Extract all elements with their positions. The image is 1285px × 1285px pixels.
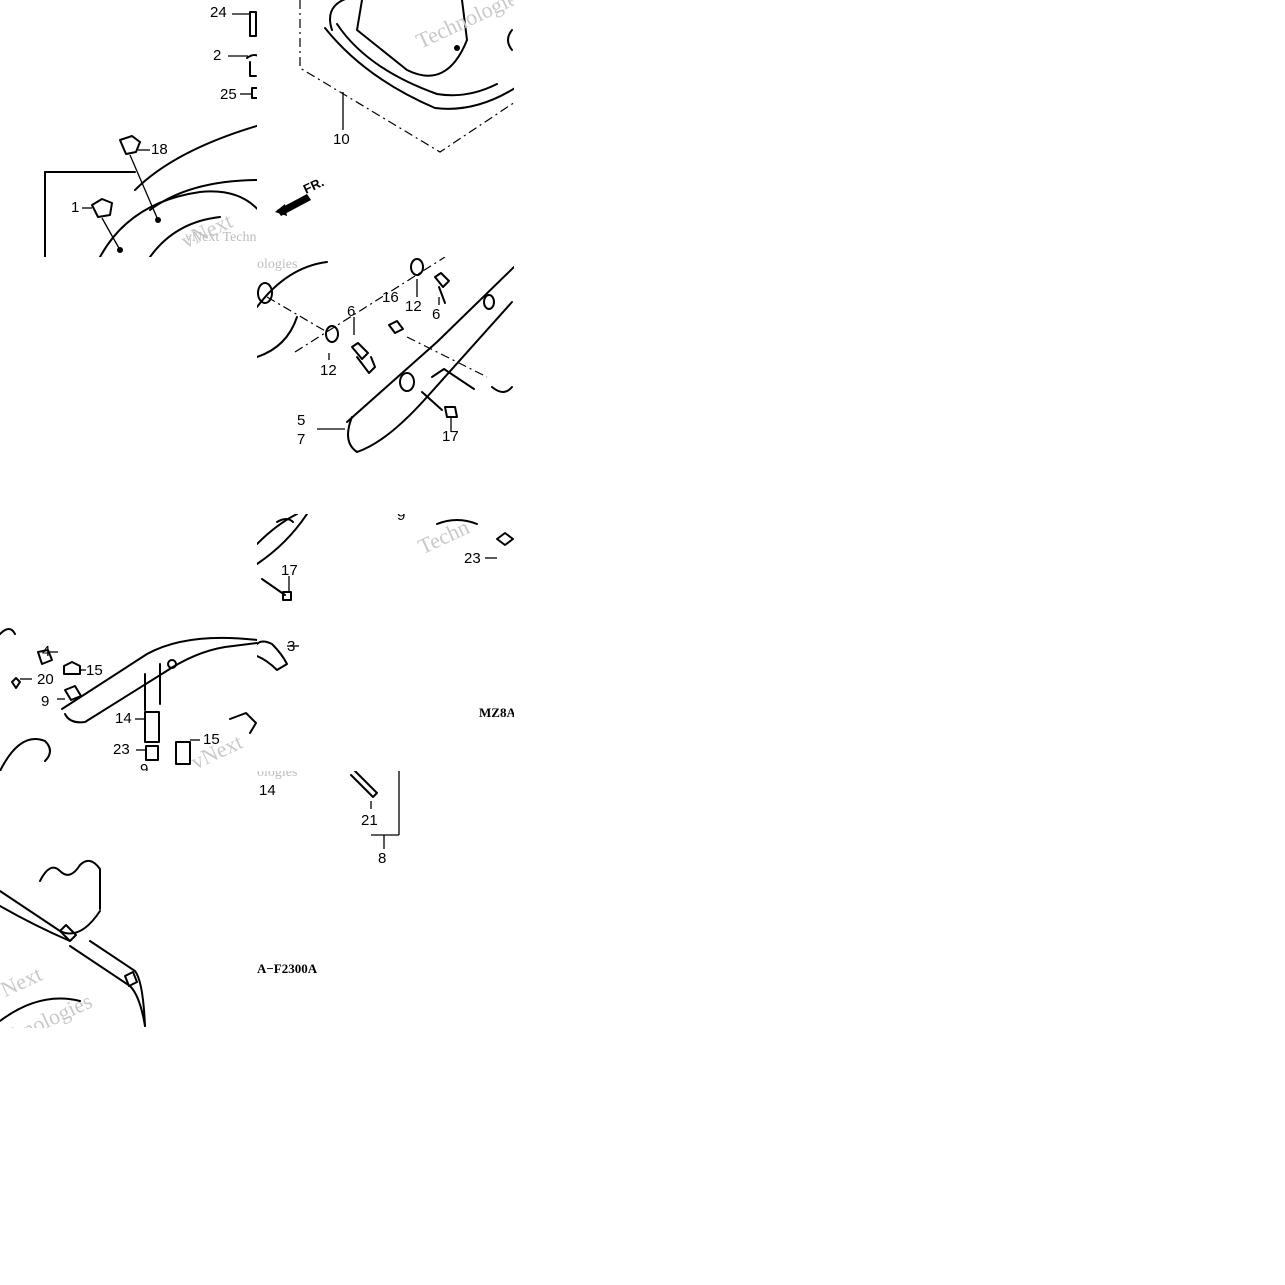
figure-code: MZ8A	[479, 705, 514, 720]
diagram-tile-fender-front: 24 2 25 18 1 vNext vNext Techn	[0, 0, 257, 257]
callout-17: 17	[442, 428, 459, 445]
callout-5: 5	[297, 412, 306, 429]
callout-8: 8	[378, 850, 387, 867]
callout-12: 12	[405, 298, 422, 315]
figure-code: A−F2300A	[257, 961, 318, 976]
callout-9: 9	[140, 761, 149, 771]
diagram-tile-seat-cowl: 10 FR. Technologies	[257, 0, 514, 257]
lower-bracket-drawing	[0, 628, 257, 771]
grab-rail-drawing	[0, 859, 146, 1027]
callout-14: 14	[259, 782, 276, 799]
callout-1: 1	[71, 199, 80, 216]
callout-16: 16	[382, 289, 399, 306]
callout-20: 20	[37, 671, 54, 688]
callout-2: 2	[213, 47, 222, 64]
callout-9: 9	[397, 514, 406, 524]
callout-24: 24	[210, 4, 227, 21]
callout-18: 18	[151, 141, 168, 158]
watermark: ologies	[257, 257, 298, 272]
callout-3: 3	[287, 638, 296, 655]
callout-4: 4	[42, 643, 51, 660]
callout-9: 9	[41, 693, 50, 710]
diagram-tile-grab-rail: Next chnologies	[0, 771, 257, 1028]
diagram-tile-pin-set: 14 21 8 A−F2300A ologies	[257, 771, 514, 1028]
callout-25: 25	[220, 86, 237, 103]
callout-10: 10	[333, 131, 350, 148]
callout-6: 6	[432, 306, 441, 323]
callout-23: 23	[464, 550, 481, 567]
callout-15: 15	[86, 662, 103, 679]
callout-17: 17	[281, 562, 298, 579]
callout-14: 14	[115, 710, 132, 727]
callout-12: 12	[320, 362, 337, 379]
callout-23: 23	[113, 741, 130, 758]
callout-15: 15	[203, 731, 220, 748]
fender-front-drawing	[44, 11, 257, 257]
watermark: ologies	[257, 771, 298, 780]
callout-21: 21	[361, 812, 378, 829]
seat-cowl-drawing	[275, 0, 514, 216]
rear-stay-drawing	[257, 257, 514, 453]
callout-7: 7	[297, 431, 306, 448]
diagram-tile-rear-stay: 16 12 6 6 12 5 7 17 ologies	[257, 257, 514, 514]
watermark: vNext Techn	[185, 230, 257, 245]
diagram-tile-bracket-bolts: 9 23 17 3 MZ8A Techn	[257, 514, 514, 771]
bracket-bolts-drawing	[257, 514, 514, 671]
pin-set-drawing	[350, 771, 400, 849]
diagram-tile-lower-bracket: 4 15 20 9 14 23 15 9 vNext	[0, 514, 257, 771]
callout-6: 6	[347, 303, 356, 320]
